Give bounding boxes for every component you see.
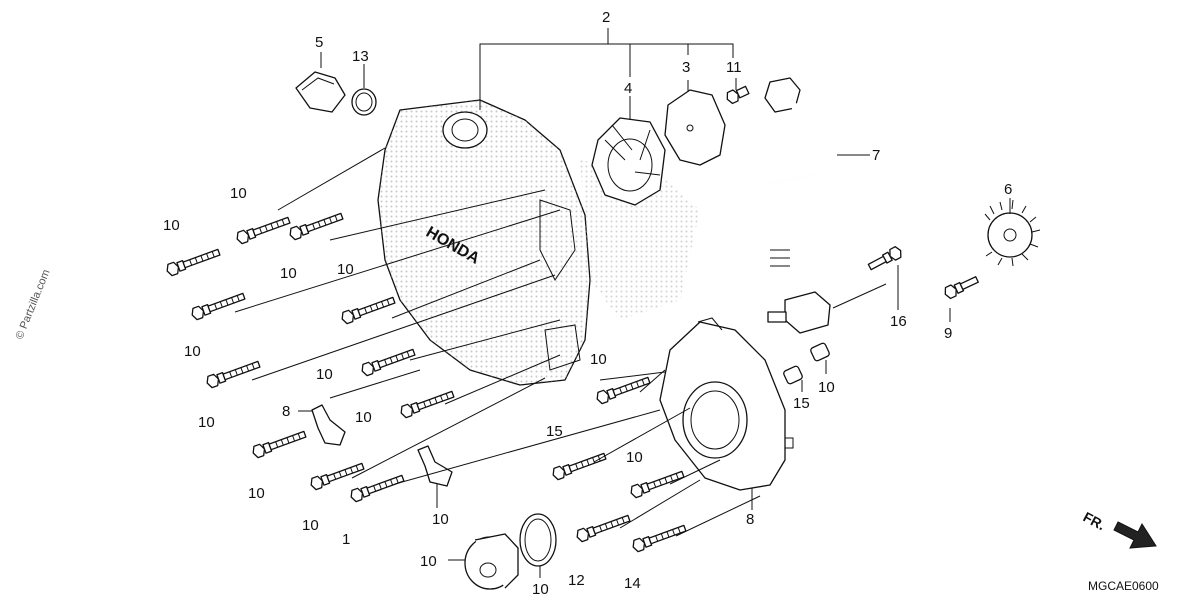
bolt-11 (726, 85, 750, 105)
callout: 10 (280, 265, 297, 282)
gear-6 (984, 199, 1041, 267)
bolt-10 (189, 289, 247, 322)
callout: 10 (198, 414, 215, 431)
bolt-10 (204, 357, 262, 390)
callout: 10 (184, 343, 201, 360)
callout: 9 (944, 325, 952, 342)
callout: 7 (872, 147, 880, 164)
callout: 16 (890, 313, 907, 330)
plate-3 (664, 89, 726, 166)
clamp-8b (417, 445, 453, 487)
callout-labels: 2 5 13 4 3 11 7 6 10 10 10 10 10 10 10 1… (163, 9, 1012, 598)
callout: 10 (432, 511, 449, 528)
callout: 13 (352, 48, 369, 65)
callout: 10 (230, 185, 247, 202)
bolt-10 (250, 427, 308, 460)
bolt-10 (348, 471, 406, 504)
callout: 4 (624, 80, 632, 97)
bolt-10 (630, 521, 688, 554)
callout: 10 (163, 217, 180, 234)
callout: 10 (316, 366, 333, 383)
callout: 8 (746, 511, 754, 528)
bolt-10 (234, 213, 292, 246)
callout: 10 (590, 351, 607, 368)
callout: 10 (355, 409, 372, 426)
callout: 2 (602, 9, 610, 26)
callout: 11 (726, 59, 742, 76)
callout: 15 (546, 423, 563, 440)
pulse-sensor (767, 291, 831, 334)
bolt-10 (287, 209, 345, 242)
clamp-8a (311, 404, 346, 446)
callout: 10 (302, 517, 319, 534)
left-crankcase-cover: HONDA (377, 99, 591, 386)
bolt-10 (550, 449, 608, 482)
oil-filler-cap (295, 71, 346, 113)
callout: 10 (532, 581, 549, 598)
bolt-9 (944, 276, 979, 300)
leader-lines (234, 28, 1011, 578)
callout: 15 (793, 395, 810, 412)
callout: 10 (420, 553, 437, 570)
callout: 10 (248, 485, 265, 502)
bolt-10 (359, 345, 417, 378)
callout: 10 (337, 261, 354, 278)
callout: 12 (568, 572, 585, 589)
shading (580, 160, 700, 320)
arrow-icon (1113, 521, 1157, 549)
right-cover-1 (659, 317, 794, 491)
drawing-code: MGCAE0600 (1088, 579, 1159, 593)
sensor-harness-7 (738, 77, 837, 301)
bolt-10 (574, 511, 632, 544)
callout: 10 (818, 379, 835, 396)
callout: 14 (624, 575, 641, 592)
callout: 5 (315, 34, 323, 51)
dowel-15a (783, 365, 803, 385)
bolt-10 (164, 245, 222, 278)
rotor-4 (591, 117, 666, 206)
callout: 3 (682, 59, 690, 76)
bolt-16 (867, 246, 902, 271)
front-direction-indicator: FR. (1081, 509, 1157, 549)
callout: 6 (1004, 181, 1012, 198)
plug-12 (464, 533, 519, 590)
dowel-15b (810, 342, 830, 362)
callout: 1 (342, 531, 350, 548)
callout: 8 (282, 403, 290, 420)
bolt-10 (339, 293, 397, 326)
direction-label: FR. (1081, 509, 1108, 534)
callout: 10 (626, 449, 643, 466)
o-ring-14 (519, 513, 557, 567)
watermark: © Partzilla.com (14, 268, 53, 341)
